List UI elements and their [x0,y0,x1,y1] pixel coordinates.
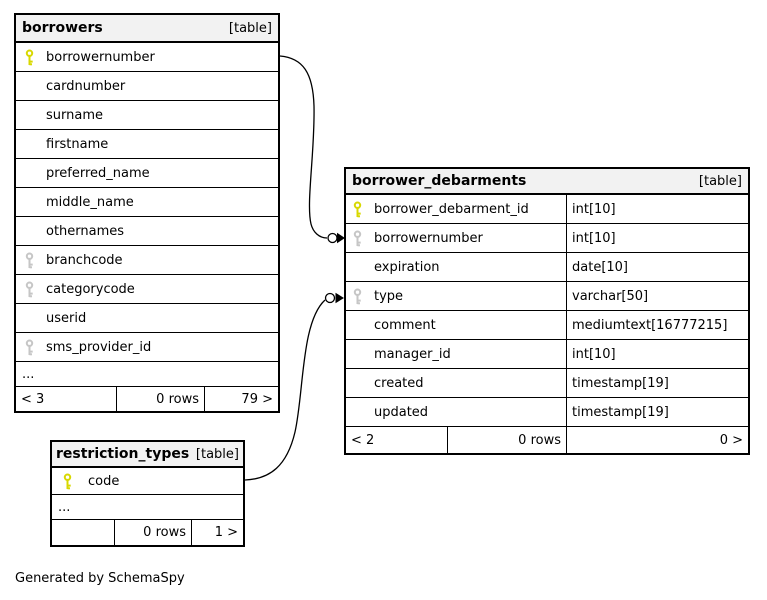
hidden-columns-ellipsis: ... [16,362,278,387]
column-name: updated [374,404,429,420]
footer-related-left: < 3 [21,391,45,407]
column-name: surname [46,107,103,123]
column-name: borrowernumber [46,49,155,65]
footer-related-left [52,520,114,545]
column-name: branchcode [46,252,123,268]
column-row-surname: surname [16,101,278,130]
column-name: sms_provider_id [46,339,152,355]
column-name: created [374,375,424,391]
footer-related-right: 0 > [719,432,743,448]
primary-key-icon [25,48,34,65]
table-header-borrower-debarments[interactable]: borrower_debarments [table] [346,169,748,195]
column-row-branchcode: branchcode [16,246,278,275]
table-name: restriction_types [56,446,190,462]
footer-row-count: 0 rows [116,387,205,411]
table-footer: < 3 0 rows 79 > [16,387,278,411]
column-row-borrowernumber: borrowernumber int[10] [346,224,748,253]
column-row-expiration: expiration date[10] [346,253,748,282]
column-name: type [374,288,404,304]
foreign-key-icon [25,338,34,355]
column-name: firstname [46,136,109,152]
footer-related-right: 79 > [241,391,273,407]
column-row-userid: userid [16,304,278,333]
column-name: manager_id [374,346,451,362]
column-name: borrower_debarment_id [374,201,529,217]
table-name: borrower_debarments [352,173,527,189]
column-name: cardnumber [46,78,126,94]
column-row-sms-provider-id: sms_provider_id [16,333,278,362]
column-type: timestamp[19] [572,404,669,420]
foreign-key-icon [25,280,34,297]
entity-table-restriction-types: restriction_types [table] code ... 0 row… [50,440,245,547]
generator-note: Generated by SchemaSpy [15,571,185,586]
column-type: int[10] [572,230,616,246]
column-row-comment: comment mediumtext[16777215] [346,311,748,340]
foreign-key-icon [353,287,362,304]
entity-table-borrower-debarments: borrower_debarments [table] borrower_deb… [344,167,750,455]
column-type: date[10] [572,259,628,275]
column-row-preferred-name: preferred_name [16,159,278,188]
table-footer: 0 rows 1 > [52,520,243,545]
column-row-borrower-debarment-id: borrower_debarment_id int[10] [346,195,748,224]
zero-cardinality-circle [327,232,338,244]
table-footer: < 2 0 rows 0 > [346,427,748,453]
column-name: categorycode [46,281,135,297]
column-type: varchar[50] [572,288,649,304]
hidden-columns-ellipsis: ... [52,495,243,520]
column-name: code [88,473,120,489]
table-tag: [table] [698,173,742,189]
column-row-categorycode: categorycode [16,275,278,304]
footer-related-left: < 2 [351,432,375,448]
column-row-firstname: firstname [16,130,278,159]
column-type: int[10] [572,201,616,217]
relationship-arrowhead [335,292,344,304]
table-header-restriction-types[interactable]: restriction_types [table] [52,442,243,468]
footer-related-right: 1 > [214,525,238,540]
table-tag: [table] [228,20,272,36]
column-row-type: type varchar[50] [346,282,748,311]
primary-key-icon [353,200,362,217]
zero-cardinality-circle [324,292,336,304]
column-row-created: created timestamp[19] [346,369,748,398]
column-row-borrowernumber: borrowernumber [16,43,278,72]
column-name: middle_name [46,194,134,210]
column-type: mediumtext[16777215] [572,317,728,333]
column-name: preferred_name [46,165,150,181]
table-header-borrowers[interactable]: borrowers [table] [16,15,278,43]
foreign-key-icon [25,251,34,268]
column-row-code: code [52,468,243,495]
table-name: borrowers [22,20,103,36]
relationship-line [279,55,328,239]
footer-row-count: 0 rows [114,520,192,545]
column-type: timestamp[19] [572,375,669,391]
column-row-cardnumber: cardnumber [16,72,278,101]
column-row-updated: updated timestamp[19] [346,398,748,427]
column-name: expiration [374,259,440,275]
foreign-key-icon [353,229,362,246]
relationship-borrowers-to-borrower-debarments [279,55,345,244]
column-name: userid [46,310,87,326]
column-name: comment [374,317,436,333]
column-row-othernames: othernames [16,217,278,246]
column-row-manager-id: manager_id int[10] [346,340,748,369]
footer-row-count: 0 rows [447,427,567,453]
column-row-middle-name: middle_name [16,188,278,217]
entity-table-borrowers: borrowers [table] borrowernumber cardnum… [14,13,280,413]
table-tag: [table] [195,446,239,462]
primary-key-icon [63,472,72,489]
column-name: othernames [46,223,125,239]
column-type: int[10] [572,346,616,362]
column-name: borrowernumber [374,230,483,246]
